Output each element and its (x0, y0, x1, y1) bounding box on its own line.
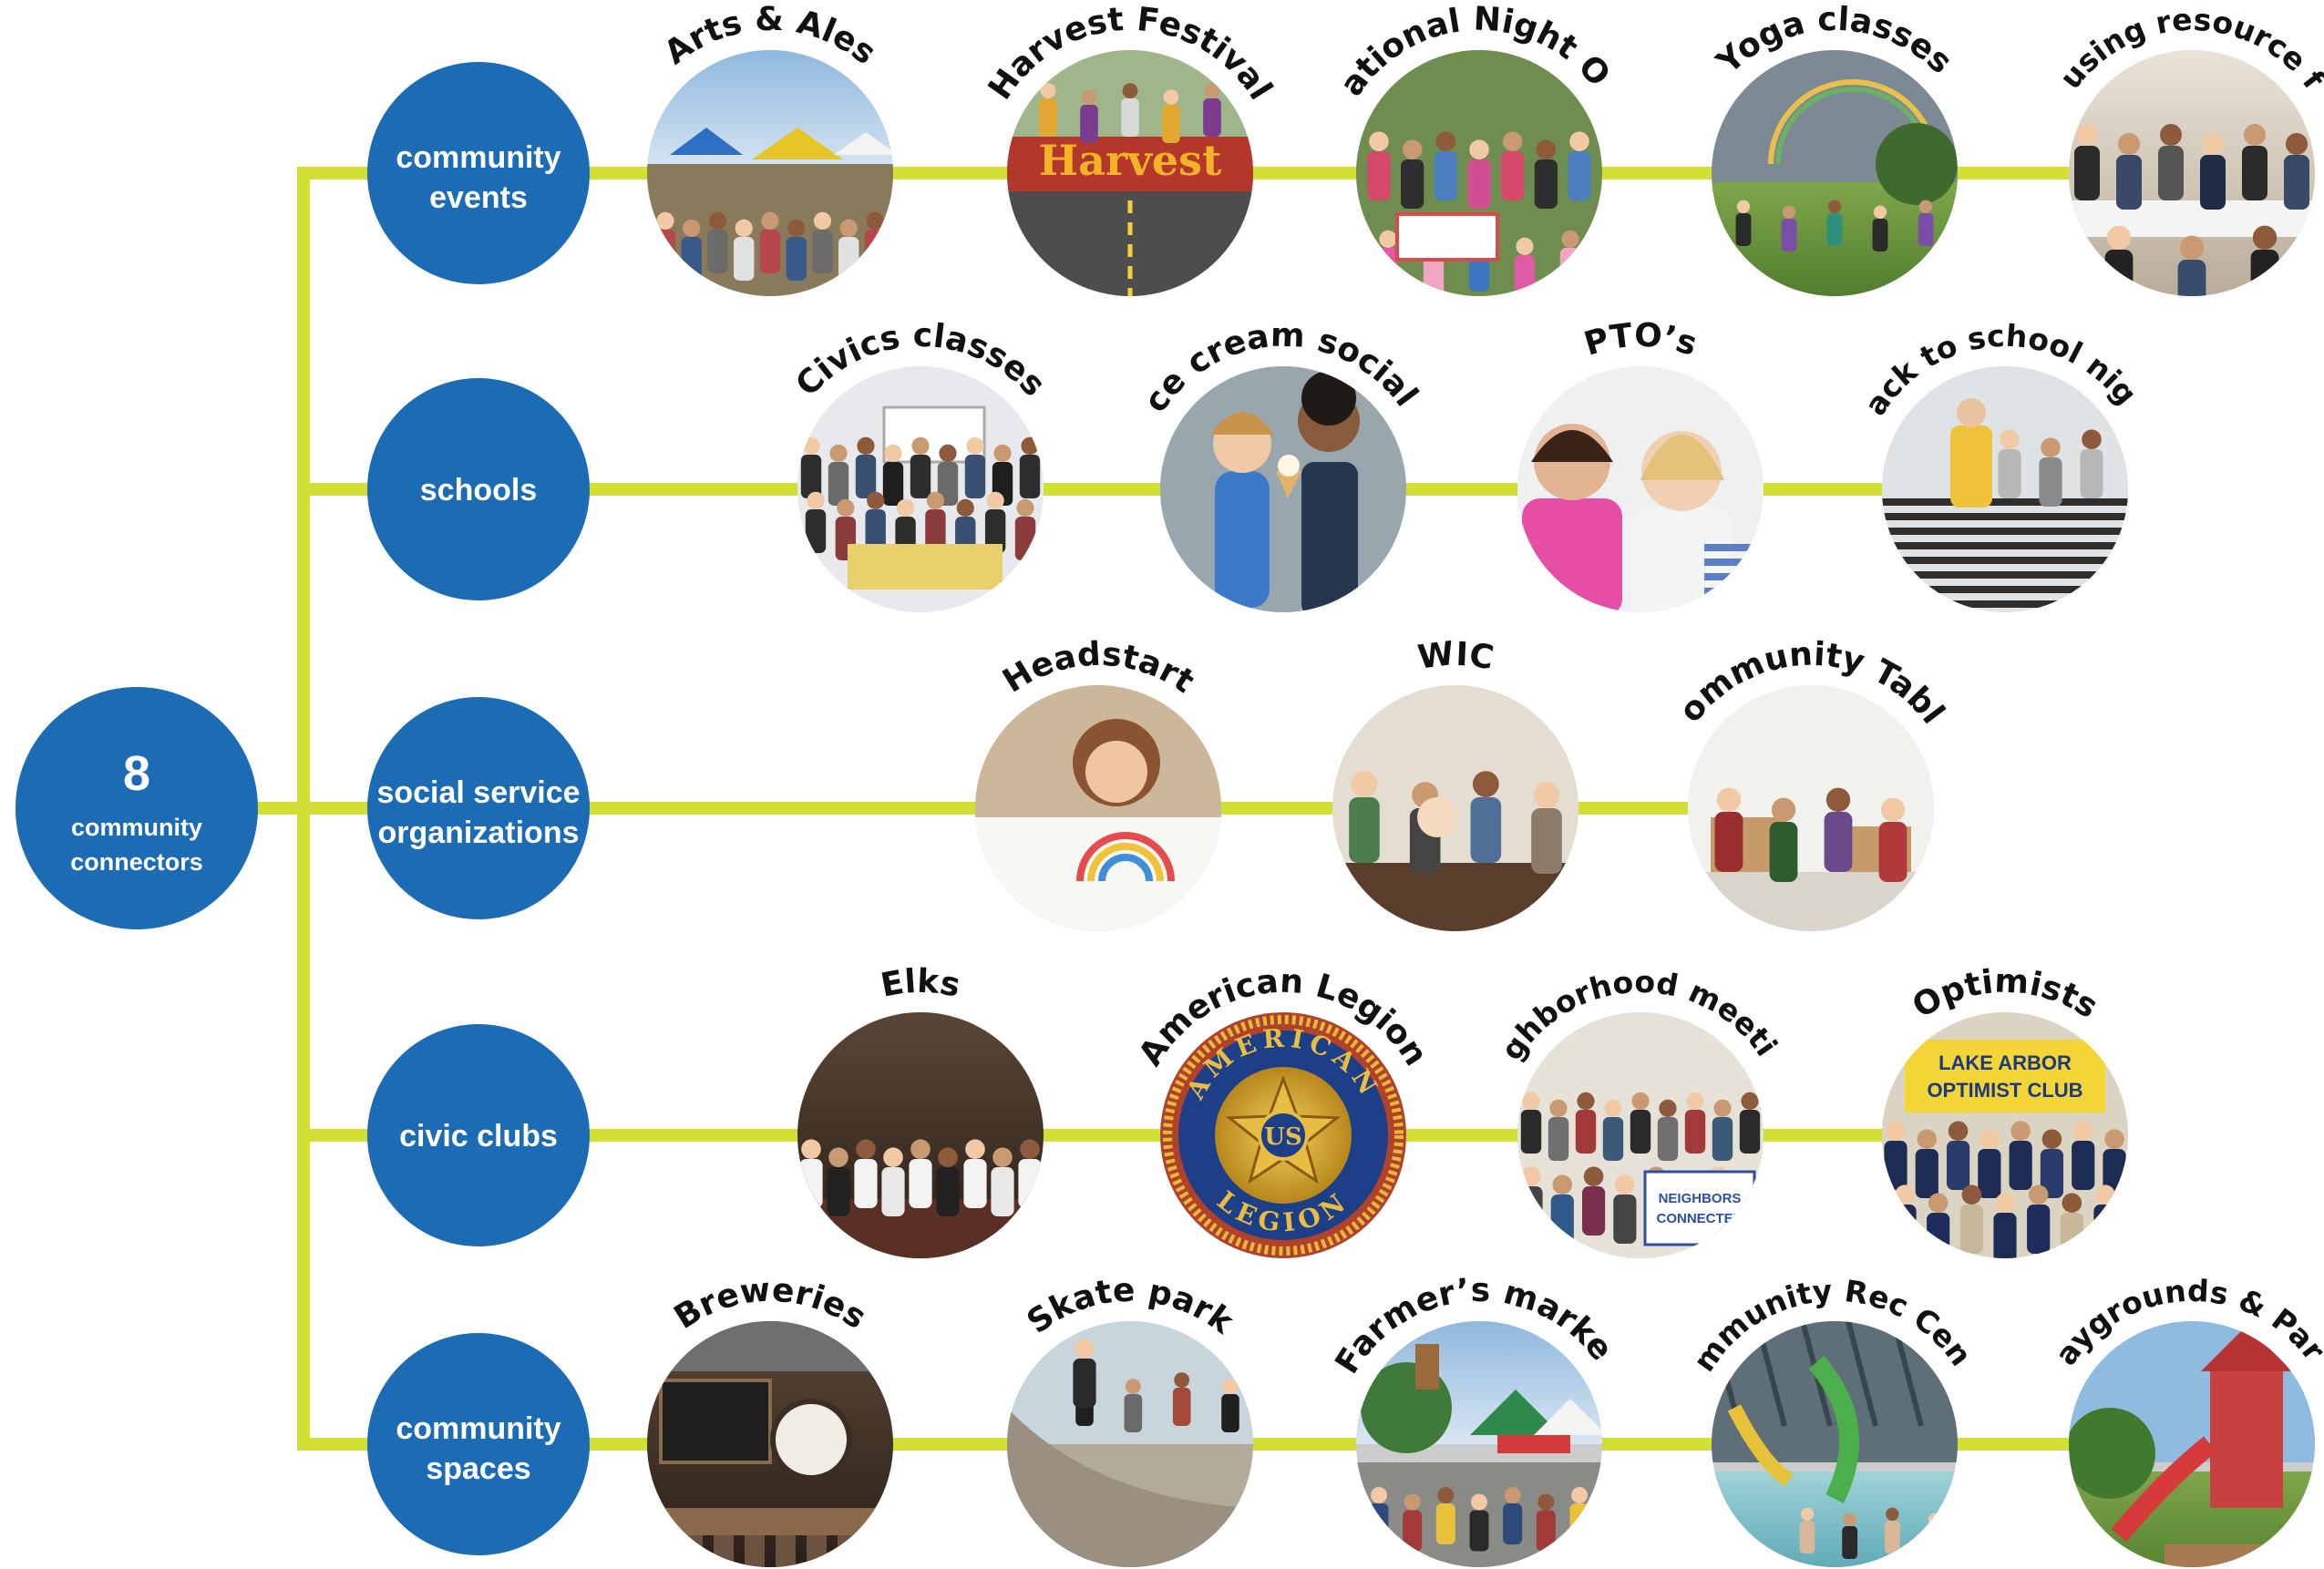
connector-item-headstart: Headstart (975, 636, 1221, 931)
playground-slide-photo (2069, 1321, 2315, 1567)
item-label: Elks (878, 963, 963, 1005)
category-label-line1: social service (376, 775, 580, 810)
category-circle (367, 62, 590, 284)
students-on-stairs-photo (1882, 366, 2128, 612)
club-members-banner-photo: LAKE ARBOR OPTIMIST CLUB (1882, 1012, 2128, 1258)
group-with-kids-photo (1356, 50, 1602, 296)
hub-label-line2: connectors (70, 848, 203, 876)
svg-text:NEIGHBORS: NEIGHBORS (1659, 1191, 1742, 1206)
market-tents-photo (1356, 1321, 1602, 1567)
category-label-line2: spaces (426, 1451, 530, 1486)
svg-text:OPTIMIST CLUB: OPTIMIST CLUB (1927, 1079, 2082, 1102)
item-label: PTO’s (1580, 316, 1702, 364)
volunteers-with-boxes-photo (1688, 685, 1934, 931)
category-node-community-events: community events (367, 62, 590, 284)
connector-item-ptos: PTO’s (1517, 316, 1764, 612)
people-at-tables-photo (2069, 50, 2315, 296)
category-label: civic clubs (399, 1119, 558, 1154)
category-circle (367, 697, 590, 919)
category-node-community-spaces: community spaces (367, 1333, 590, 1555)
svg-text:US: US (1264, 1123, 1301, 1151)
category-label-line2: events (429, 180, 528, 215)
classroom-group-photo (797, 366, 1044, 612)
connector-item-wic: WIC (1332, 635, 1578, 931)
connector-item-skate-park: Skate park (1007, 1272, 1253, 1567)
connector-item-civics-classes: Civics classes (789, 317, 1053, 612)
svg-text:CONNECTED: CONNECTED (1656, 1211, 1743, 1226)
hub-node: 8 community connectors (15, 687, 258, 929)
item-label: WIC (1415, 635, 1496, 677)
category-node-schools: schools (367, 378, 590, 600)
indoor-pool-photo (1712, 1321, 1958, 1567)
category-circle (367, 1333, 590, 1555)
neighbors-group-photo: NEIGHBORS CONNECTED (1517, 1012, 1764, 1258)
category-node-social-service-organizations: social service organizations (367, 697, 590, 919)
hub-label-line1: community (71, 814, 202, 841)
hub-circle (15, 687, 258, 929)
outdoor-festival-tents-photo (647, 50, 893, 296)
connector-item-elks: Elks (797, 963, 1044, 1258)
category-circle (367, 378, 590, 600)
connector-item-breweries: Breweries (647, 1271, 893, 1567)
svg-text:Harvest: Harvest (1039, 136, 1222, 185)
category-circle (367, 1024, 590, 1246)
category-label: schools (420, 473, 537, 508)
skate-ramp-photo (1007, 1321, 1253, 1567)
women-smiling-photo (1517, 366, 1764, 612)
kids-with-ice-cream-photo (1160, 366, 1406, 612)
lodge-members-photo (797, 1012, 1044, 1258)
category-node-civic-clubs: civic clubs (367, 1024, 590, 1246)
mothers-with-babies-photo (1332, 685, 1578, 931)
child-drawing-photo (975, 685, 1221, 931)
svg-text:LAKE ARBOR: LAKE ARBOR (1938, 1051, 2072, 1074)
connector-item-arts-and-ales: Arts & Ales (647, 1, 893, 296)
brewery-interior-photo (647, 1321, 893, 1567)
parade-banner-photo: Harvest (1007, 50, 1253, 296)
park-rainbow-photo (1712, 50, 1958, 296)
connector-item-yoga-classes: Yoga classes (1710, 1, 1959, 296)
hub-number: 8 (123, 746, 150, 801)
category-label-line2: organizations (377, 815, 579, 850)
category-label-line1: community (396, 140, 560, 175)
category-label-line1: community (396, 1411, 560, 1446)
